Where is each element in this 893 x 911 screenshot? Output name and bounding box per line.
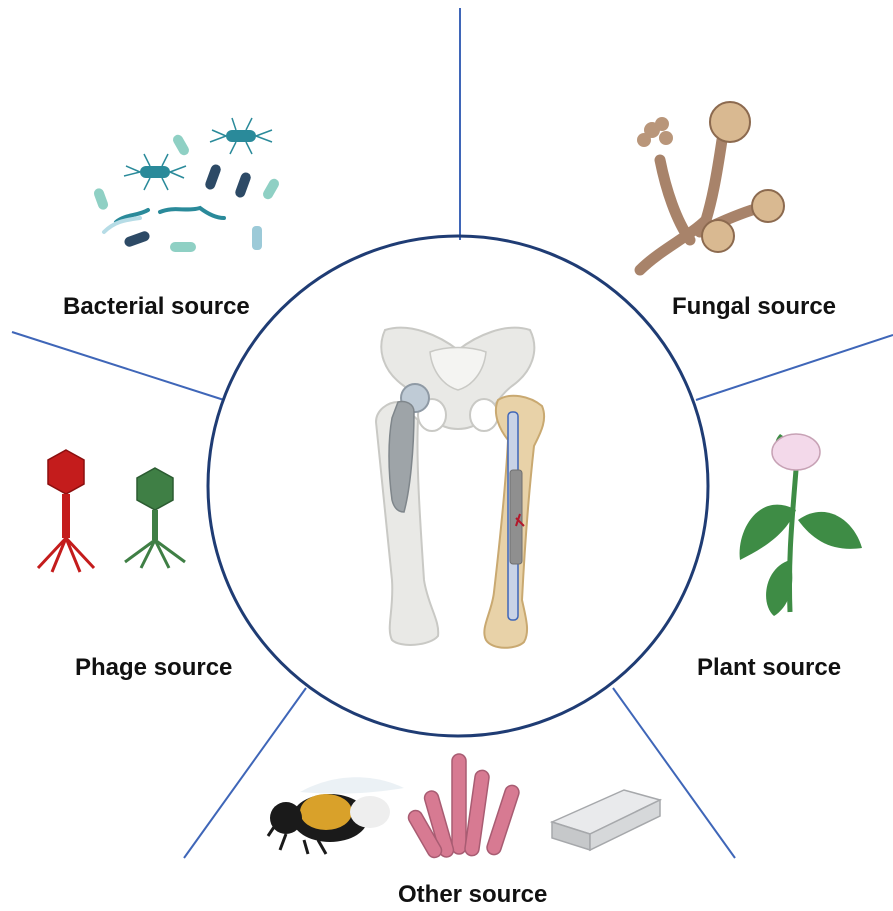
divider-left xyxy=(12,332,224,400)
phage-red-icon xyxy=(38,450,94,572)
center-circle xyxy=(208,236,708,736)
hip-implant-skeleton-icon xyxy=(376,328,544,648)
plant-icon xyxy=(740,434,862,616)
silver-bar-icon xyxy=(552,790,660,850)
label-bacterial-source: Bacterial source xyxy=(63,293,250,321)
divider-lines xyxy=(12,8,893,858)
bee-icon xyxy=(268,777,404,854)
label-plant-source: Plant source xyxy=(697,654,841,682)
phage-green-icon xyxy=(125,468,185,568)
label-fungal-source: Fungal source xyxy=(672,293,836,321)
fungus-icon xyxy=(637,102,784,270)
label-other-source: Other source xyxy=(398,881,547,909)
sponge-icon xyxy=(406,754,521,860)
divider-bottom-right xyxy=(613,688,735,858)
divider-right xyxy=(696,335,893,400)
bacteria-cluster-icon xyxy=(93,118,281,252)
label-phage-source: Phage source xyxy=(75,654,232,682)
